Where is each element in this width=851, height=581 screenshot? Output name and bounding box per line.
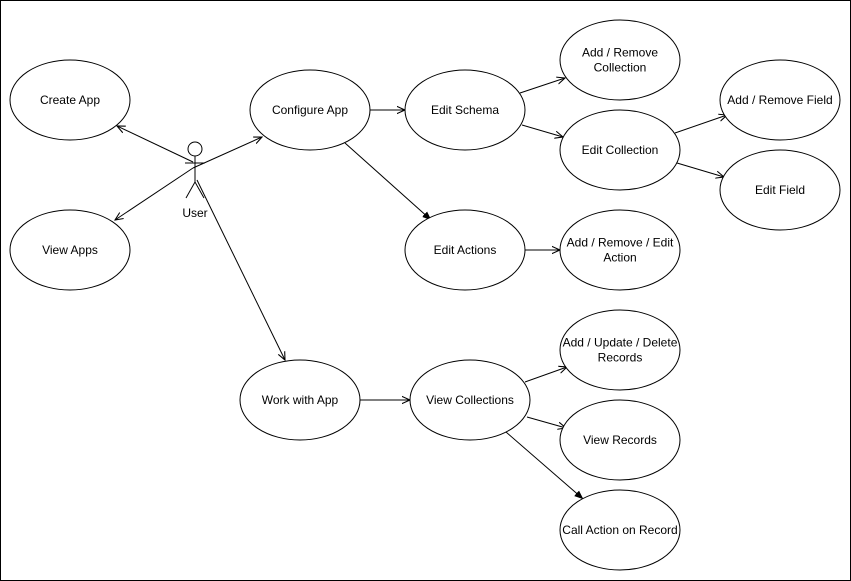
use-case-ellipse bbox=[9, 209, 131, 291]
use-case-label: View Collections bbox=[426, 393, 514, 407]
use-case-configure-app[interactable]: Configure App bbox=[249, 69, 371, 151]
use-case-label: View Apps bbox=[42, 243, 98, 257]
use-case-ellipse bbox=[559, 399, 681, 481]
use-case-view-records[interactable]: View Records bbox=[559, 399, 681, 481]
actor-label: User bbox=[182, 206, 207, 220]
edge-collections-view-records bbox=[526, 416, 566, 428]
edge-collection-add-remove-field bbox=[674, 115, 727, 134]
use-case-label: Records bbox=[598, 351, 643, 365]
use-case-ellipse bbox=[559, 109, 681, 191]
use-case-label: Call Action on Record bbox=[562, 523, 677, 537]
use-case-ellipse bbox=[559, 489, 681, 571]
use-case-label: Add / Remove / Edit bbox=[567, 236, 674, 250]
use-case-call-action-on-record[interactable]: Call Action on Record bbox=[559, 489, 681, 571]
use-case-label: View Records bbox=[583, 433, 657, 447]
edge-collections-call-action bbox=[505, 431, 582, 498]
actor-head-icon bbox=[187, 141, 203, 157]
edge-collections-add-update-delete bbox=[524, 367, 567, 383]
use-case-label: Configure App bbox=[272, 103, 348, 117]
use-case-ellipse bbox=[409, 359, 531, 441]
use-case-label: Work with App bbox=[262, 393, 339, 407]
use-case-ellipse bbox=[559, 19, 681, 101]
use-case-ellipse bbox=[559, 209, 681, 291]
use-case-add-remove-field[interactable]: Add / Remove Field bbox=[719, 59, 841, 141]
actor-left-leg bbox=[185, 181, 196, 199]
edge-configure-edit-actions bbox=[344, 142, 430, 219]
use-case-edit-field[interactable]: Edit Field bbox=[719, 149, 841, 231]
edges bbox=[115, 78, 727, 498]
use-case-edit-collection[interactable]: Edit Collection bbox=[559, 109, 681, 191]
use-case-ellipse bbox=[719, 149, 841, 231]
use-case-label: Edit Actions bbox=[434, 243, 497, 257]
use-case-label: Create App bbox=[40, 93, 100, 107]
use-case-label: Edit Schema bbox=[431, 103, 499, 117]
use-case-view-collections[interactable]: View Collections bbox=[409, 359, 531, 441]
use-case-ellipse bbox=[9, 59, 131, 141]
use-case-label: Collection bbox=[594, 61, 647, 75]
use-case-view-apps[interactable]: View Apps bbox=[9, 209, 131, 291]
edge-user-work-with-app bbox=[196, 179, 285, 360]
edge-user-create-app bbox=[117, 126, 194, 163]
use-case-create-app[interactable]: Create App bbox=[9, 59, 131, 141]
edge-collection-edit-field bbox=[676, 162, 724, 177]
use-case-edit-actions[interactable]: Edit Actions bbox=[404, 209, 526, 291]
use-case-ellipse bbox=[249, 69, 371, 151]
use-case-ellipse bbox=[239, 359, 361, 441]
actor-right-leg bbox=[194, 181, 205, 199]
use-case-label: Edit Field bbox=[755, 183, 805, 197]
use-case-work-with-app[interactable]: Work with App bbox=[239, 359, 361, 441]
nodes: Create App View Apps Configure App Edit … bbox=[9, 19, 841, 571]
use-case-label: Add / Update / Delete bbox=[563, 336, 678, 350]
use-case-label: Edit Collection bbox=[582, 143, 659, 157]
use-case-ellipse bbox=[719, 59, 841, 141]
use-case-label: Add / Remove bbox=[582, 46, 658, 60]
edge-user-view-apps bbox=[115, 167, 194, 220]
use-case-ellipse bbox=[404, 69, 526, 151]
user-actor: User bbox=[182, 141, 208, 220]
use-case-ellipse bbox=[559, 309, 681, 391]
use-case-label: Action bbox=[603, 251, 636, 265]
edge-schema-add-remove-collection bbox=[519, 78, 565, 94]
use-case-edit-schema[interactable]: Edit Schema bbox=[404, 69, 526, 151]
use-case-ellipse bbox=[404, 209, 526, 291]
use-case-label: Add / Remove Field bbox=[727, 93, 832, 107]
edge-schema-edit-collection bbox=[521, 124, 563, 137]
